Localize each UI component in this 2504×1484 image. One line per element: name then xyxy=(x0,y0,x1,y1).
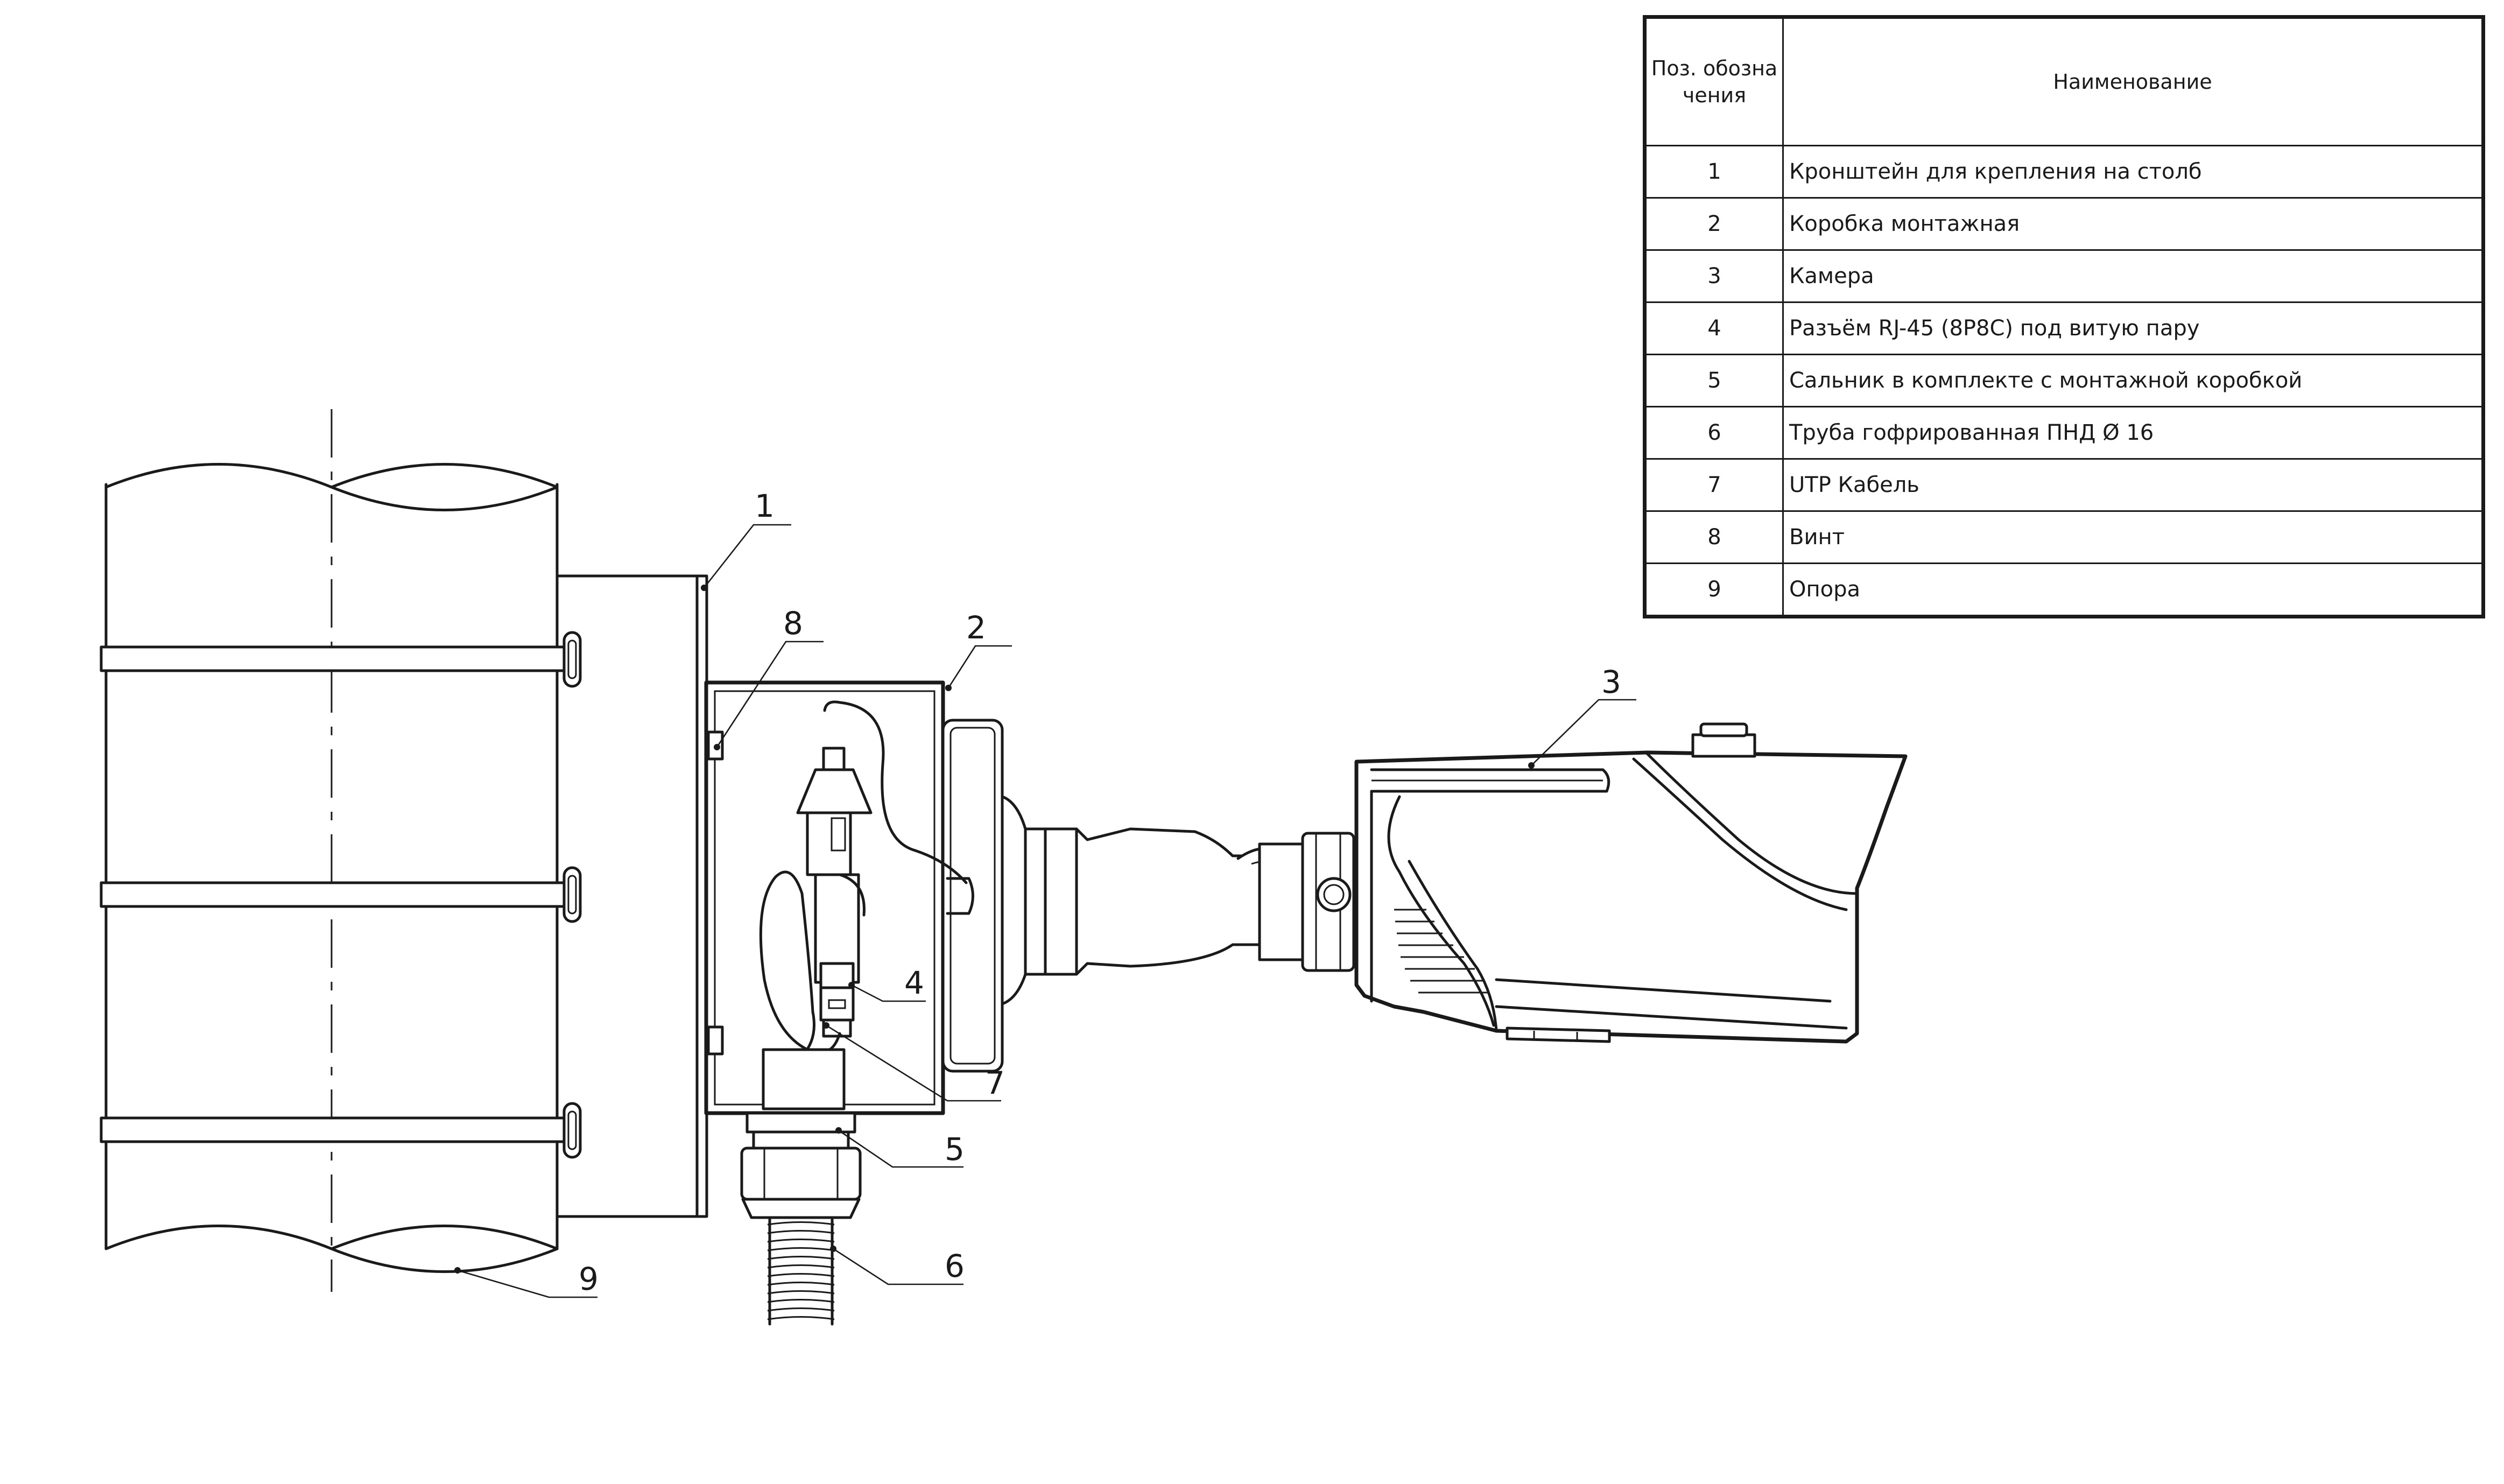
row-pos: 2 xyxy=(1644,197,1784,251)
table-header-row: Поз. обозначения Наименование xyxy=(1644,16,2484,146)
clamp-band xyxy=(100,866,582,923)
row-name: Сальник в комплекте с монтажной коробкой xyxy=(1782,354,2484,407)
pipe-rib xyxy=(767,1316,835,1320)
pipe-rib xyxy=(767,1290,835,1295)
clamp-band xyxy=(100,631,582,688)
pipe-rib xyxy=(767,1273,835,1277)
clamp-band xyxy=(100,1102,582,1159)
row-pos: 1 xyxy=(1644,145,1784,199)
callout-5: 5 xyxy=(945,1131,965,1167)
callout-1: 1 xyxy=(755,488,775,524)
row-pos: 4 xyxy=(1644,301,1784,355)
row-pos: 6 xyxy=(1644,406,1784,460)
callout-6: 6 xyxy=(945,1248,965,1284)
pipe-rib xyxy=(767,1307,835,1312)
pipe-rib xyxy=(767,1221,835,1226)
row-name: Коробка монтажная xyxy=(1782,197,2484,251)
callout-4: 4 xyxy=(904,965,924,1001)
row-name: Камера xyxy=(1782,249,2484,303)
vent-slots xyxy=(1394,909,1488,994)
pipe-rib xyxy=(767,1282,835,1286)
callout-2: 2 xyxy=(966,609,986,646)
junction-box xyxy=(704,680,1004,1115)
pipe-rib xyxy=(767,1264,835,1269)
leader-lines xyxy=(454,524,1636,1298)
row-name: Опора xyxy=(1782,562,2484,617)
pole xyxy=(104,409,559,1292)
row-pos: 9 xyxy=(1644,562,1784,617)
callouts: 1 2 3 4 5 6 7 8 9 xyxy=(579,488,1621,1297)
row-name: Винт xyxy=(1782,510,2484,564)
cable-gland xyxy=(740,1112,862,1219)
corrugated-pipe xyxy=(767,1216,835,1326)
header-position: Поз. обозначения xyxy=(1644,16,1784,146)
row-pos: 8 xyxy=(1644,510,1784,564)
callout-3: 3 xyxy=(1601,664,1621,700)
callout-7: 7 xyxy=(985,1065,1005,1101)
pole-bracket xyxy=(100,574,708,1218)
camera-mount-arm xyxy=(1001,795,1355,1005)
header-name: Наименование xyxy=(1782,16,2484,146)
utp-cable xyxy=(759,870,841,1058)
callout-8: 8 xyxy=(783,605,803,642)
row-name: UTP Кабель xyxy=(1782,458,2484,512)
camera xyxy=(1354,722,1908,1044)
pipe-rib xyxy=(767,1299,835,1303)
pipe-rib xyxy=(767,1230,835,1234)
rj45-connector xyxy=(796,700,968,1038)
callout-9: 9 xyxy=(579,1261,599,1297)
pipe-rib xyxy=(767,1247,835,1251)
row-pos: 5 xyxy=(1644,354,1784,407)
row-name: Кронштейн для крепления на столб xyxy=(1782,145,2484,199)
pipe-rib xyxy=(767,1239,835,1243)
pipe-rib xyxy=(767,1256,835,1260)
row-name: Разъём RJ-45 (8P8C) под витую пару xyxy=(1782,301,2484,355)
row-name: Труба гофрированная ПНД Ø 16 xyxy=(1782,406,2484,460)
row-pos: 7 xyxy=(1644,458,1784,512)
row-pos: 3 xyxy=(1644,249,1784,303)
